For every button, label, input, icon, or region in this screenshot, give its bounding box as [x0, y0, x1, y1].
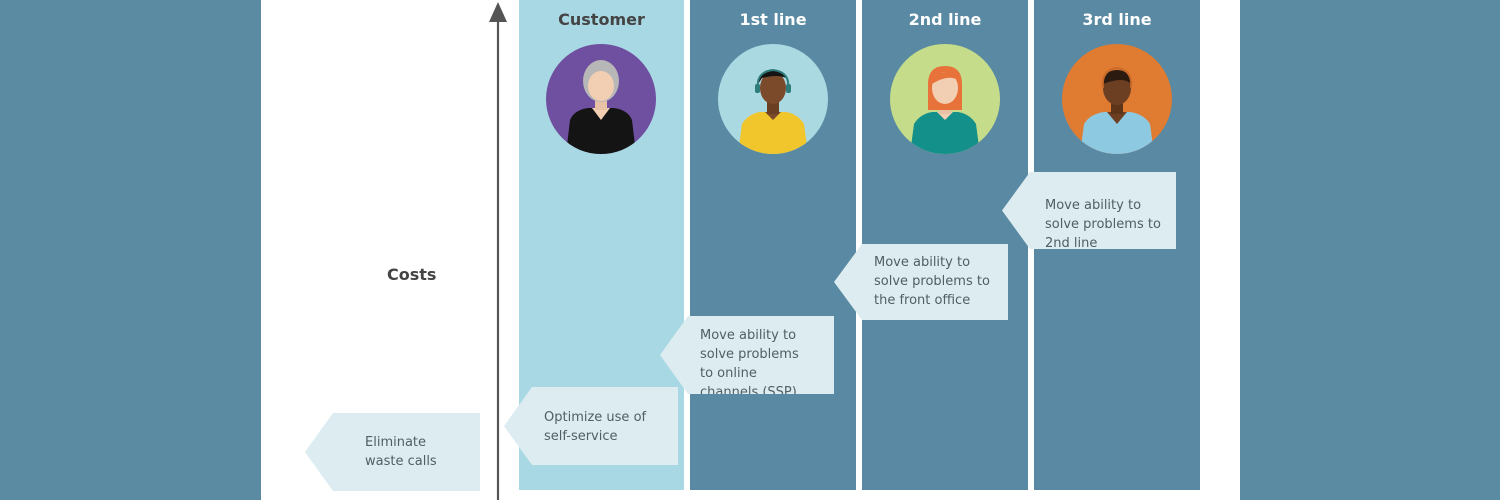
- column-title-1st-line: 1st line: [739, 10, 807, 29]
- callout-online-channels: Move ability to solve problems to online…: [660, 316, 834, 394]
- callout-text: Optimize use of self-service: [544, 410, 647, 444]
- callout-text: Eliminate waste calls: [365, 435, 437, 469]
- callout-text: Move ability to solve problems to the fr…: [874, 255, 990, 308]
- callout-optimize-self-service: Optimize use of self-service: [504, 387, 678, 465]
- callout-front-office: Move ability to solve problems to the fr…: [834, 244, 1008, 320]
- callout-eliminate-waste-calls: Eliminate waste calls: [305, 413, 480, 491]
- column-title-customer: Customer: [558, 10, 645, 29]
- axis-arrow-up-icon: [489, 2, 507, 22]
- customer-avatar-icon: [546, 44, 656, 154]
- axis-label-costs: Costs: [387, 265, 437, 284]
- column-title-3rd-line: 3rd line: [1082, 10, 1152, 29]
- callout-2nd-line: Move ability to solve problems to 2nd li…: [1002, 172, 1176, 249]
- callout-text: Move ability to solve problems to online…: [700, 328, 799, 400]
- callout-text: Move ability to solve problems to 2nd li…: [1045, 198, 1161, 251]
- second-line-agent-avatar-icon: [890, 44, 1000, 154]
- third-line-agent-avatar-icon: [1062, 44, 1172, 154]
- first-line-agent-avatar-icon: [718, 44, 828, 154]
- column-title-2nd-line: 2nd line: [908, 10, 982, 29]
